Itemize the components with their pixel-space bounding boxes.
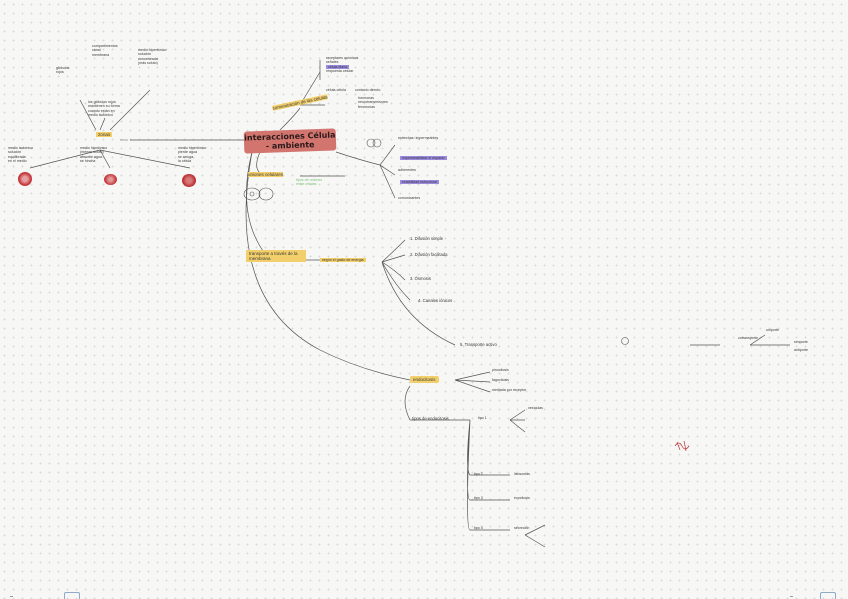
purple-highlight-1: impermeabilizar el espacio	[400, 156, 447, 161]
upper-sub-1: hormonas	[358, 96, 374, 100]
bottom-right-note: medio hipertónico pierde agua se arruga …	[178, 146, 206, 163]
top-left-note: glóbulos rojos	[56, 66, 69, 75]
bottom-right-line-2: pierde agua	[178, 150, 197, 155]
top-group-line-3: membrana	[92, 52, 110, 57]
section-4-label: secreción	[514, 526, 530, 530]
red-doodle-icon	[674, 440, 690, 452]
transporte-label: transporte a través de la membrana	[246, 250, 306, 262]
junction-sketch-icon	[366, 138, 382, 148]
upper-note-3: célula diana	[326, 64, 350, 69]
purple-highlight-2: estabilidad estructural	[400, 180, 439, 185]
transport-item-3: 3. Ósmosis	[410, 276, 431, 281]
section-1-label: vesículas	[528, 406, 543, 410]
uniones-notes: tipos de uniones entre células	[296, 178, 322, 187]
center-note-line-3: cuando están en	[88, 108, 115, 113]
top-group-line-2: canal	[92, 48, 101, 53]
transport-item-2: 2. Difusión facilitada	[410, 252, 448, 257]
top-group: compartimentos canal membrana	[92, 44, 118, 57]
tipos-label: tipos de endocitosis	[412, 416, 449, 421]
term-simporte: simporte	[794, 340, 808, 344]
upper-notes: receptores químicos señales célula diana…	[326, 56, 358, 73]
section-1: tipo 1	[478, 416, 487, 420]
top-group-line-1: compartimentos	[92, 44, 118, 48]
top-right-line-2: solución	[138, 52, 152, 57]
transport-item-4: 4. Canales iónicos	[418, 298, 453, 303]
center-note-line-1: los glóbulos rojos	[88, 100, 116, 104]
junction-type-3: comunicantes	[398, 196, 421, 200]
transport-item-1: 1. Difusión simple	[410, 236, 444, 241]
uniones-label: uniones celulares	[248, 172, 284, 177]
bottom-left-line-3: equilibrada	[8, 154, 26, 159]
page-tick-right	[790, 596, 793, 597]
top-right-line-4: (más soluto)	[138, 60, 158, 65]
bottom-left-note: medio isotónico solución equilibrada en …	[8, 146, 33, 163]
main-title: interacciones Célula - ambiente	[243, 128, 337, 154]
top-left-line-1: glóbulos	[56, 66, 70, 70]
uniones-note-1: tipos de uniones	[296, 178, 323, 182]
red-cell-hypotonic	[104, 174, 117, 185]
transport-item-5: 5. Transporte activo	[460, 342, 497, 347]
main-title-text: interacciones Célula - ambiente	[244, 130, 336, 151]
top-right-line-1: medio hipertónico	[138, 48, 167, 52]
top-right-note: medio hipertónico solución concentrada (…	[138, 48, 166, 65]
term-antiporte: antiporte	[794, 348, 808, 352]
bottom-mid-line-2: (menos soluto)	[80, 150, 104, 155]
upper-sub-2: neurotransmisores	[358, 100, 388, 105]
junction-type-1: estrechas: impermeables	[398, 136, 438, 140]
bottom-mid-line-4: se hincha	[80, 158, 96, 163]
upper-note-2: señales	[326, 60, 339, 65]
bottom-right-line-1: medio hipertónico	[178, 146, 207, 150]
bottom-mid-note: medio hipotónico (menos soluto) absorbe …	[80, 146, 107, 163]
junction-type-2: adherentes	[398, 168, 416, 172]
upper-tag-2: contacto directo	[354, 88, 381, 92]
endocitosis-label: endocitosis	[410, 376, 439, 383]
junction-type-1-text: estrechas: impermeables	[398, 136, 439, 140]
term-uniporte: uniporte	[766, 328, 779, 332]
section-4: tipo 4	[474, 526, 483, 530]
bottom-left-line-2: solución	[8, 150, 22, 155]
zonas-label: zonas	[96, 132, 113, 137]
cells-sketch-icon	[243, 187, 274, 201]
uniones-note-2: entre células	[296, 182, 317, 187]
upper-sub-3: feromonas	[358, 104, 375, 109]
section-3-label: exocitosis	[514, 496, 530, 500]
red-cell-isotonic	[18, 172, 32, 186]
bottom-right-line-3: se arruga	[178, 154, 194, 159]
bottom-left-line-4: en el medio	[8, 158, 27, 163]
section-2-label: lisosomas	[514, 472, 530, 476]
transporte-sub: según el gasto de energía	[320, 258, 366, 263]
center-note-line-4: medio isotónico	[88, 112, 113, 117]
page-tick-left	[10, 596, 13, 597]
section-3: tipo 3	[474, 496, 483, 500]
bottom-mid-line-3: absorbe agua	[80, 154, 102, 159]
center-note: los glóbulos rojos mantienen su forma cu…	[88, 100, 120, 117]
top-right-line-3: concentrada	[138, 56, 158, 61]
bottom-right-line-4: la célula	[178, 158, 192, 163]
right-scroll-handle[interactable]	[820, 592, 836, 599]
upper-note-1: receptores químicos	[326, 56, 359, 60]
endo-item-2: fagocitosis	[492, 378, 509, 382]
circle-doodle-icon	[621, 337, 629, 345]
red-cell-hypertonic	[182, 174, 196, 187]
upper-tags: célula-célula contacto directo	[326, 88, 380, 92]
endo-item-3: mediada por receptor	[492, 388, 527, 392]
endo-item-1: pinocitosis	[492, 368, 509, 372]
upper-sub: hormonas neurotransmisores feromonas	[358, 96, 388, 109]
left-scroll-handle[interactable]	[64, 592, 80, 599]
far-right-label: cotransporte	[738, 336, 758, 340]
section-2: tipo 2	[474, 472, 483, 476]
center-note-line-2: mantienen su forma	[88, 104, 120, 109]
upper-tag-1: célula-célula	[326, 88, 346, 92]
top-left-line-2: rojos	[56, 70, 64, 75]
upper-note-4: respuesta celular	[326, 68, 354, 73]
bottom-mid-line-1: medio hipotónico	[80, 146, 108, 150]
bottom-left-line-1: medio isotónico	[8, 146, 33, 150]
